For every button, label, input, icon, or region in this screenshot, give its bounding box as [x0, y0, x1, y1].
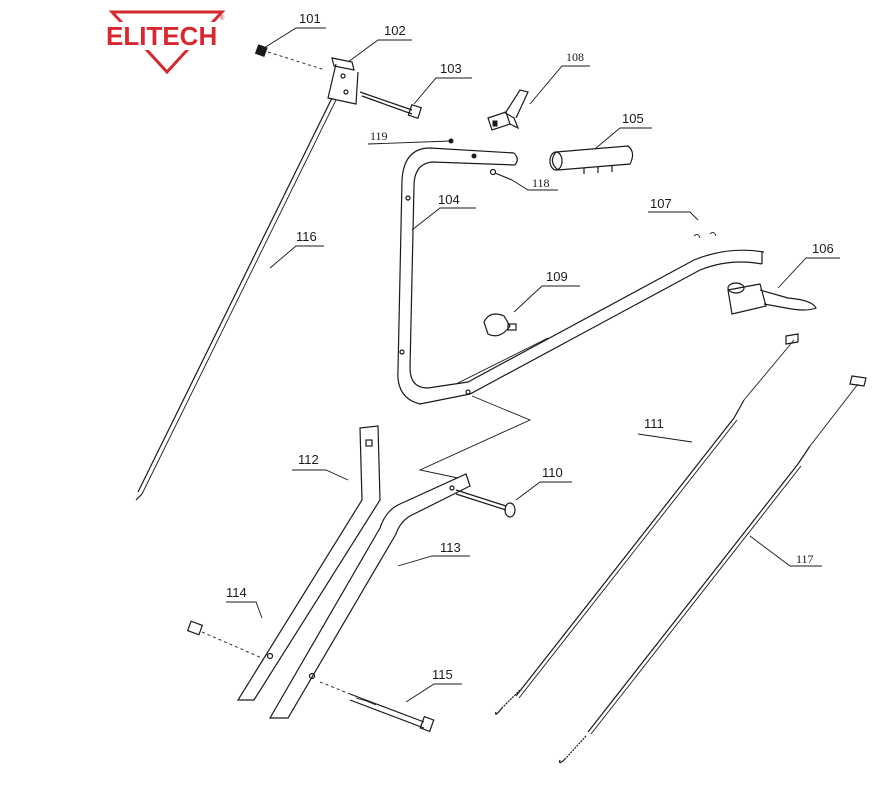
label-111: 111	[644, 416, 664, 431]
label-106: 106	[812, 241, 834, 256]
label-117: 117	[796, 552, 814, 566]
part-102-bracket	[327, 57, 359, 105]
leader-lines	[226, 27, 840, 703]
label-107: 107	[650, 196, 672, 211]
label-108: 108	[566, 50, 584, 64]
label-119: 119	[370, 129, 388, 143]
label-113: 113	[440, 540, 461, 555]
svg-text:®: ®	[220, 15, 225, 22]
label-118: 118	[532, 176, 550, 190]
part-110-bolt	[455, 489, 516, 518]
part-114-nut	[186, 620, 263, 659]
label-116: 116	[296, 229, 317, 244]
part-105-grip	[549, 145, 634, 174]
assembly-guide-lines	[418, 395, 532, 479]
part-112-lower-tube	[236, 425, 381, 701]
part-113-lower-tube	[268, 473, 471, 719]
label-110: 110	[542, 465, 563, 480]
part-115-long-bolt	[319, 681, 435, 733]
part-103-bolt	[359, 91, 423, 120]
label-115: 115	[432, 667, 453, 682]
elitech-logo: ELITECH ®	[104, 10, 228, 75]
part-107-clips	[693, 231, 717, 239]
part-118-screw	[489, 168, 513, 181]
part-104-handle	[397, 147, 765, 405]
label-103: 103	[440, 61, 462, 76]
part-106-lever	[727, 282, 817, 315]
part-labels: 101 102 103 104 105 106 107 108 109 110 …	[226, 11, 834, 682]
label-114: 114	[226, 585, 247, 600]
part-117-cable	[559, 375, 867, 764]
part-116-rod	[135, 97, 337, 501]
logo-wordmark: ELITECH	[106, 21, 217, 51]
part-111-cable	[495, 333, 799, 715]
label-104: 104	[438, 192, 460, 207]
part-109-knob	[483, 313, 517, 337]
part-108-switch	[487, 89, 529, 131]
label-109: 109	[546, 269, 568, 284]
label-105: 105	[622, 111, 644, 126]
label-101: 101	[299, 11, 321, 26]
label-102: 102	[384, 23, 406, 38]
part-101-nut	[254, 44, 326, 71]
label-112: 112	[298, 452, 319, 467]
